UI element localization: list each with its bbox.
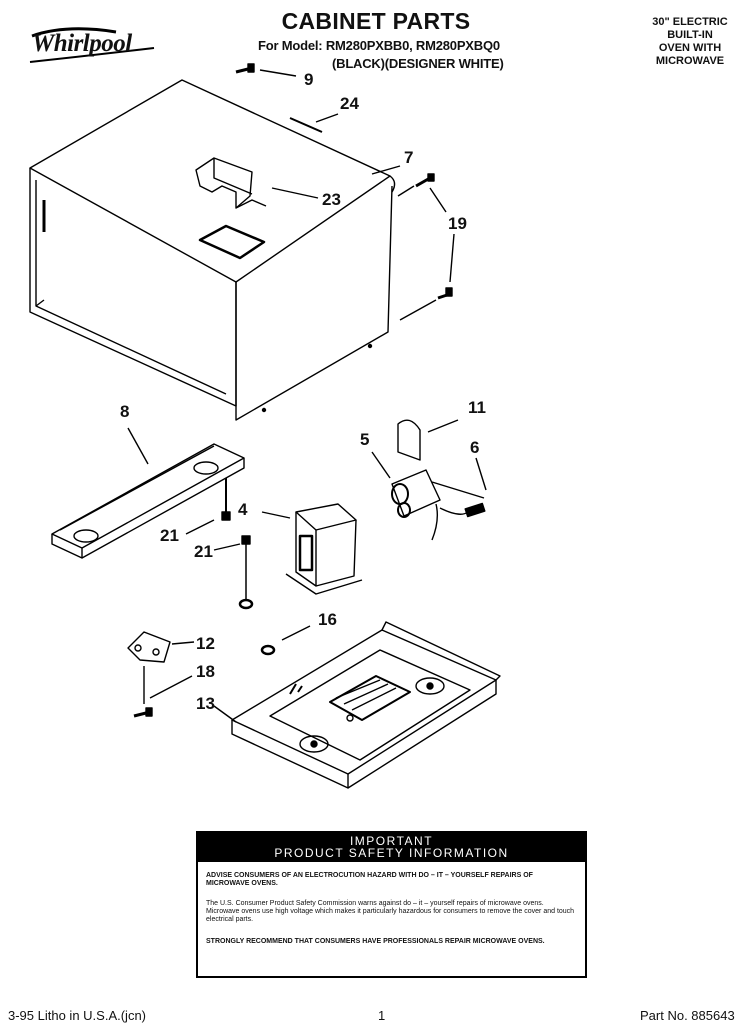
callout-19: 19 [448,214,467,233]
oven-desc-line: OVEN WITH [658,42,722,54]
callout-13: 13 [196,694,215,713]
oven-desc-line: MICROWAVE [655,55,725,67]
color-line: (BLACK)(DESIGNER WHITE) [332,56,504,71]
callout-18: 18 [196,662,215,681]
callout-12: 12 [196,634,215,653]
callout-7: 7 [404,148,414,167]
footer-print-info: 3-95 Litho in U.S.A.(jcn) [8,1008,147,1023]
safety-heading: IMPORTANT PRODUCT SAFETY INFORMATION [198,833,585,862]
screw-18 [133,666,193,718]
callout-24: 24 [340,94,359,113]
footer-page-number: 1 [378,1008,386,1023]
callout-8: 8 [120,402,130,421]
page-title: CABINET PARTS [281,8,471,34]
part-5-capacitor [371,451,441,541]
oven-description: 30" ELECTRIC BUILT-IN OVEN WITH MICROWAV… [640,16,740,68]
callout-6: 6 [470,438,480,457]
callout-5: 5 [360,430,370,449]
safety-para-3: STRONGLY RECOMMEND THAT CONSUMERS HAVE P… [206,938,545,945]
safety-heading-line-2: PRODUCT SAFETY INFORMATION [274,846,509,860]
callout-21: 21 [194,542,213,561]
safety-para-1: ADVISE CONSUMERS OF AN ELECTROCUTION HAZ… [206,872,533,887]
callout-16: 16 [318,610,337,629]
logo-swoosh-icon [29,27,155,63]
part-6-diode [431,457,487,518]
callout-21: 21 [160,526,179,545]
callout-11: 11 [468,398,486,417]
callout-4: 4 [238,500,248,519]
screw-9 [235,63,297,77]
callout-9: 9 [304,70,314,89]
model-line: For Model: RM280PXBB0, RM280PXBQ0 [258,38,500,53]
part-11-clip [397,419,459,461]
part-24-strip [289,117,323,133]
part-16-grommet [260,644,276,656]
whirlpool-logo: Whirlpool [26,26,158,66]
safety-heading-line-1: IMPORTANT [349,834,434,848]
cabinet-wrapper [29,79,396,421]
screw-21 [185,478,254,610]
screw-19 [397,173,455,321]
part-13-base [213,621,501,789]
callout-23: 23 [322,190,341,209]
oven-desc-line: 30" ELECTRIC [652,16,728,28]
safety-information-box: IMPORTANT PRODUCT SAFETY INFORMATION ADV… [196,831,587,978]
part-12-foot [127,631,195,663]
footer-part-number: Part No. 885643 [640,1008,735,1023]
safety-para-2: The U.S. Consumer Product Safety Commiss… [206,900,575,923]
part-4-transformer [261,503,363,595]
oven-desc-line: BUILT-IN [667,29,713,41]
part-8-rail [51,427,245,559]
brand-name: Whirlpool [32,30,132,57]
part-23-bracket [195,157,267,209]
